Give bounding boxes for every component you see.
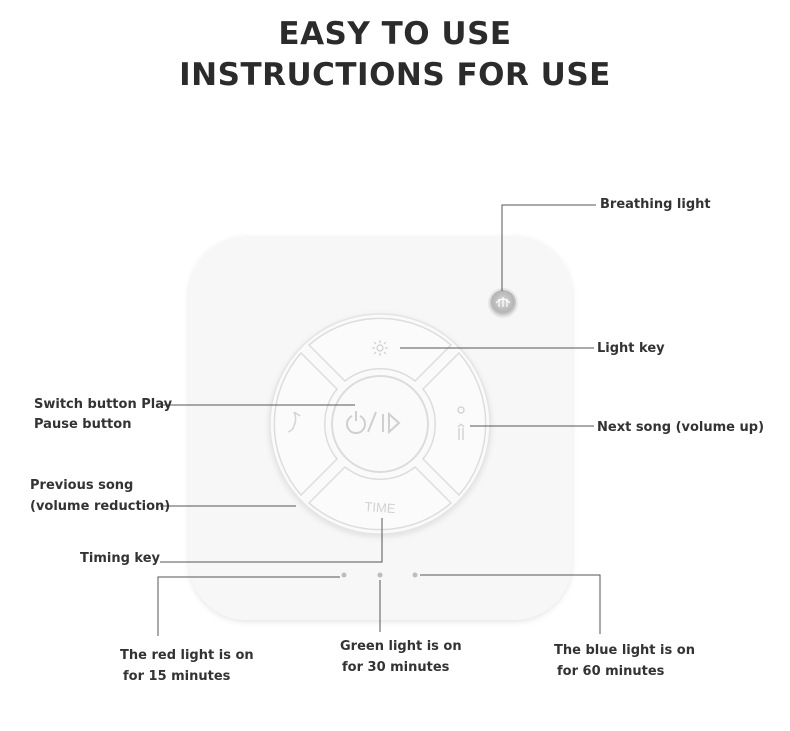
power-play-pause-icon xyxy=(346,411,401,435)
blue-light-label-line-1: The blue light is on xyxy=(554,643,695,658)
red-light-label-line-1: The red light is on xyxy=(120,648,254,663)
leader-lines xyxy=(157,204,601,636)
red-light-leader xyxy=(157,576,340,636)
previous-song-label-line-1: Previous song xyxy=(30,478,134,493)
red-indicator-dot xyxy=(341,572,347,578)
next-icon xyxy=(457,406,465,440)
device-button-label: TIME xyxy=(364,499,396,516)
title-line-2: INSTRUCTIONS FOR USE xyxy=(179,57,611,93)
next-song-label: Next song (volume up) xyxy=(597,420,765,435)
breathing-light-leader xyxy=(501,204,596,291)
music-note-icon xyxy=(287,411,301,433)
blue-light-label-line-2: for 60 minutes xyxy=(557,664,665,679)
timing-key-leader xyxy=(160,518,383,563)
green-light-label-line-1: Green light is on xyxy=(340,639,462,654)
switch-button-label-line-1: Switch button Play xyxy=(34,397,173,412)
previous-song-button[interactable] xyxy=(273,351,339,497)
light-key-button[interactable] xyxy=(307,317,453,383)
blue-light-leader xyxy=(420,574,601,634)
green-light-label-line-2: for 30 minutes xyxy=(342,660,450,675)
bird-icon xyxy=(495,297,511,307)
previous-song-label-line-2: (volume reduction) xyxy=(30,499,171,514)
switch-button-label-line-2: Pause button xyxy=(34,417,132,432)
play-pause-button[interactable] xyxy=(331,375,429,473)
blue-indicator-dot xyxy=(412,572,418,578)
green-indicator-dot xyxy=(377,572,383,578)
timing-key-button[interactable] xyxy=(307,465,453,531)
next-song-button[interactable] xyxy=(421,351,487,497)
breathing-light-label: Breathing light xyxy=(600,197,711,212)
timing-key-label: Timing key xyxy=(80,551,160,566)
title-line-1: EASY TO USE xyxy=(278,16,512,52)
red-light-label-line-2: for 15 minutes xyxy=(123,669,231,684)
control-pad xyxy=(269,313,491,535)
sun-icon xyxy=(372,340,388,356)
light-key-label: Light key xyxy=(597,341,665,356)
